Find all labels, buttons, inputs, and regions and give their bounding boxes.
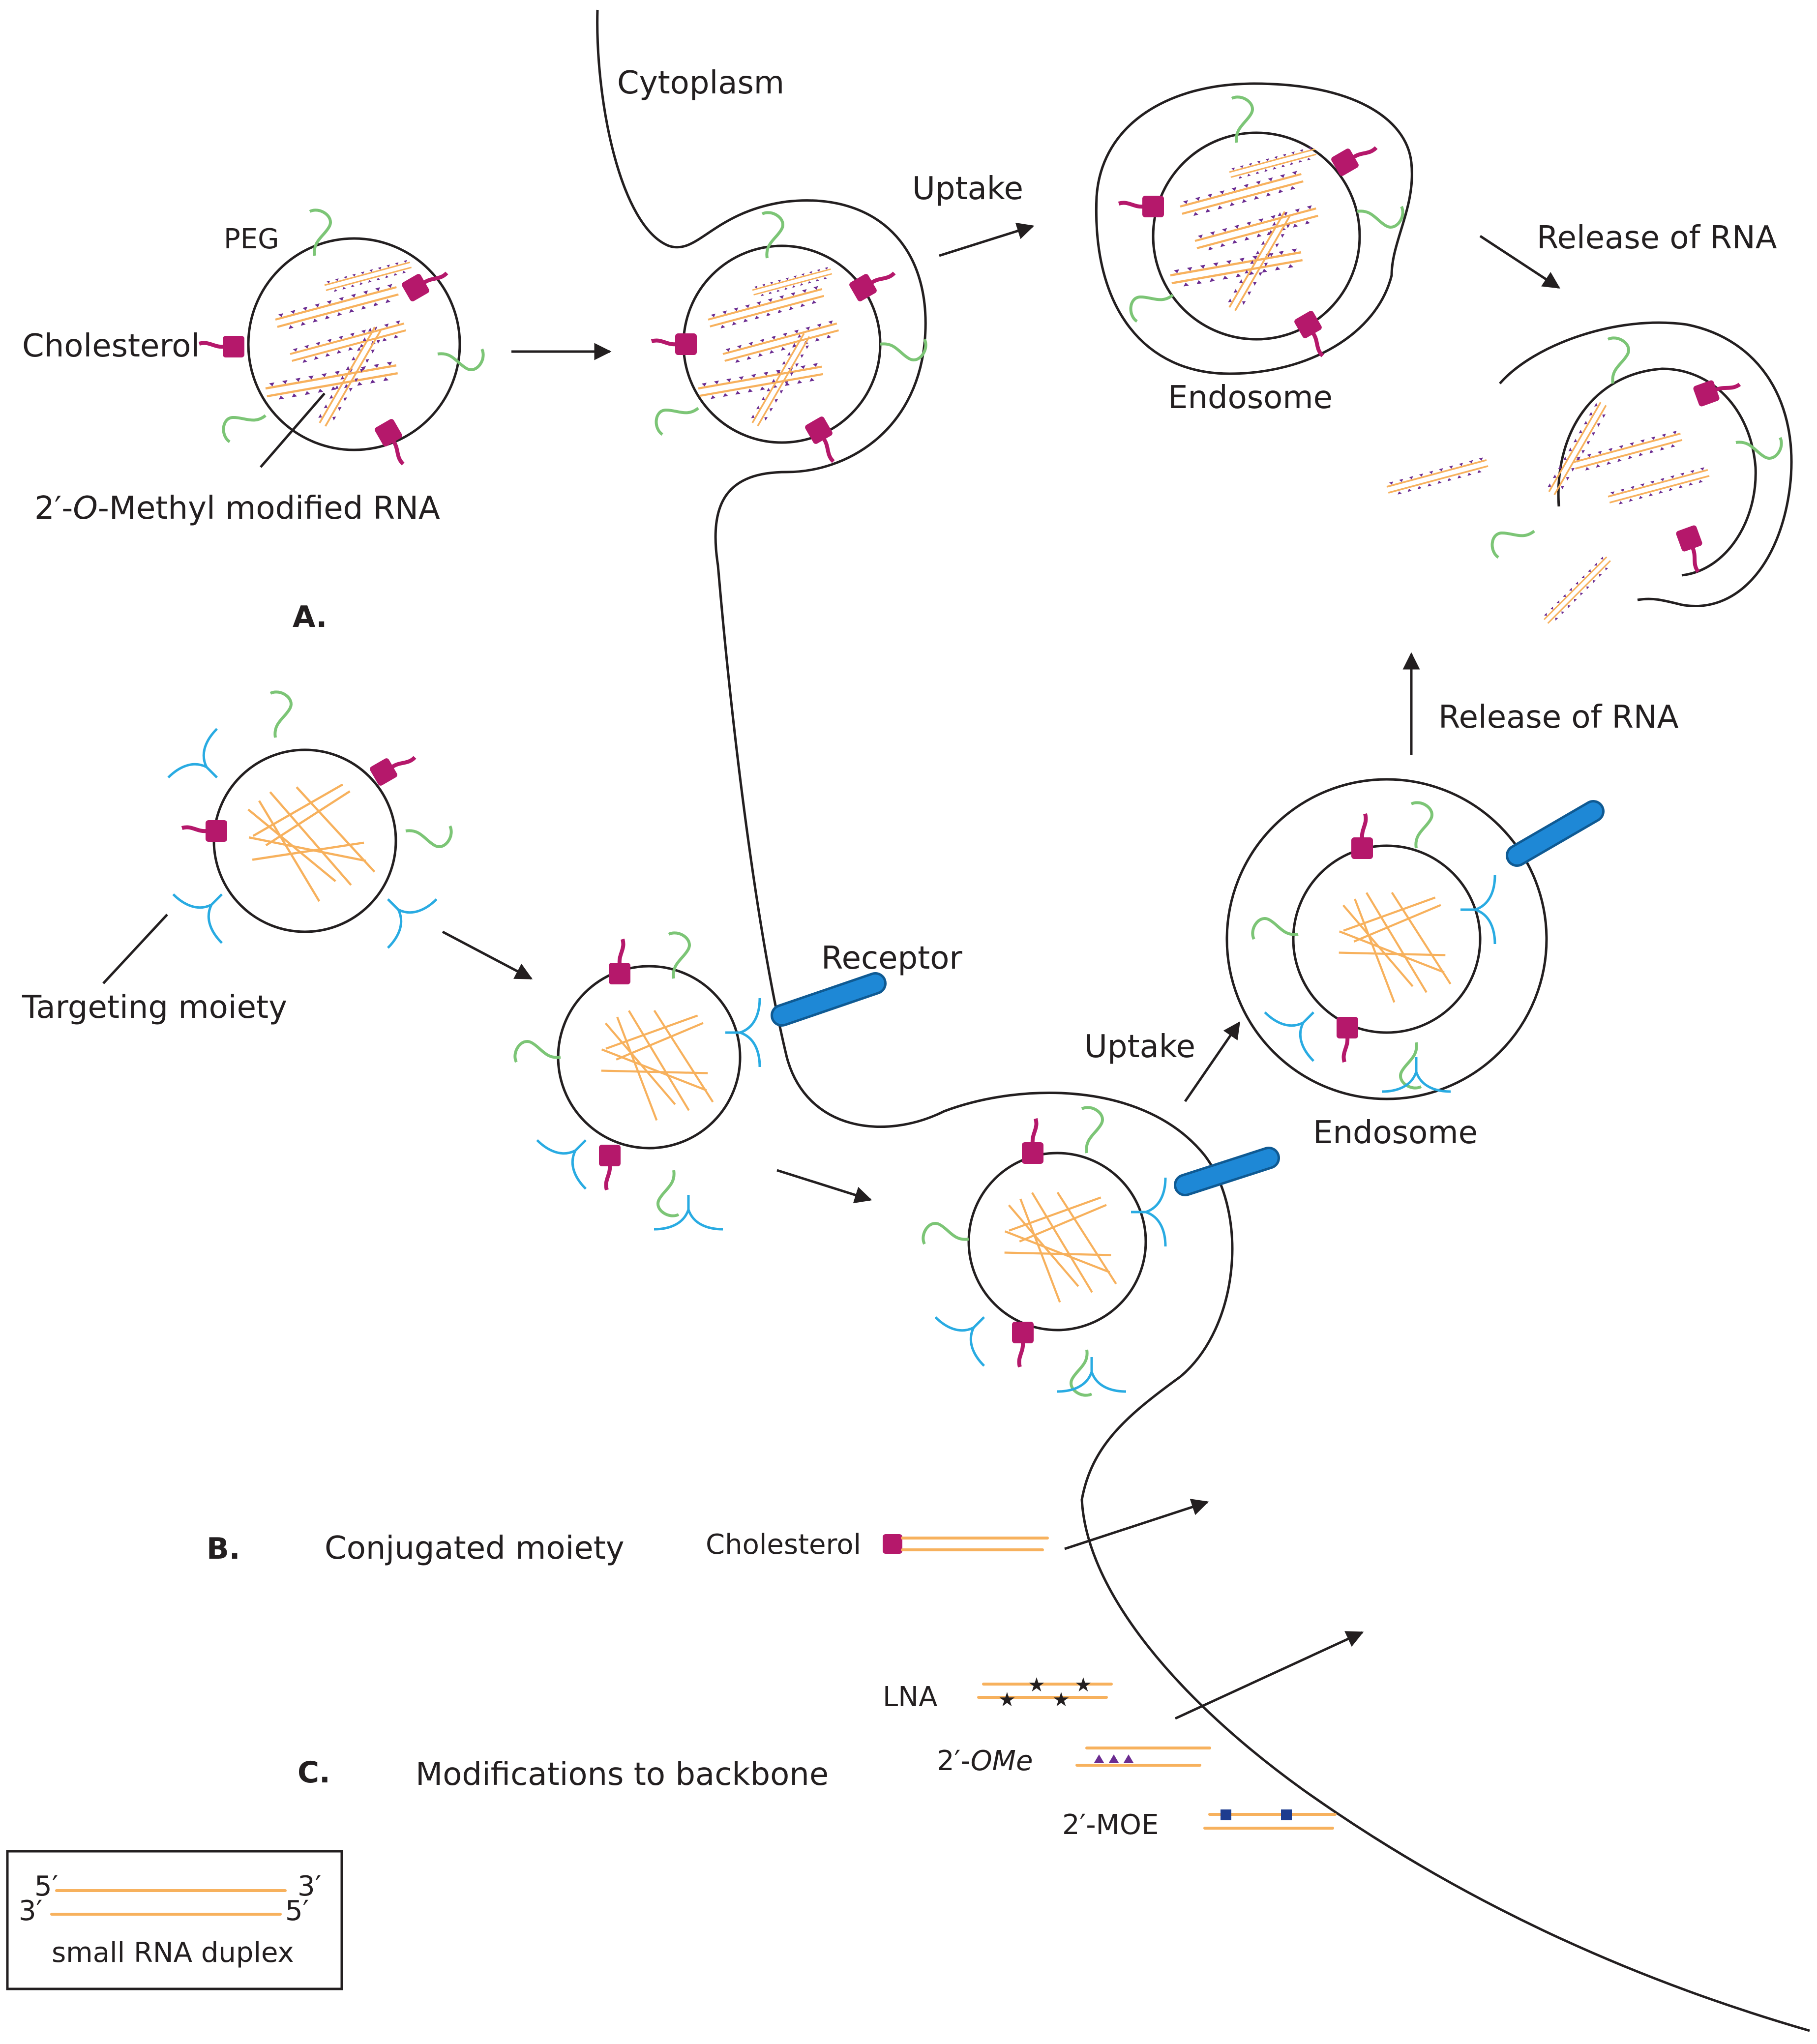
disrupted-endosome <box>1385 321 1793 627</box>
receptor-1 <box>771 972 887 1027</box>
legend-three-prime-top: 3′ <box>298 1870 321 1902</box>
moe-duplex <box>1203 1809 1337 1830</box>
lna-label: LNA <box>883 1681 937 1713</box>
cell-membrane <box>596 9 1810 2032</box>
svg-text:★: ★ <box>1052 1689 1070 1711</box>
nanoparticle-binding-receptor <box>515 933 760 1229</box>
arrow-modifications <box>1174 1631 1364 1720</box>
lipid-nanoparticle-a-invaginating <box>651 212 926 465</box>
legend-caption: small RNA duplex <box>52 1937 294 1969</box>
receptor-2 <box>1174 1147 1280 1196</box>
legend-five-prime-top: 5′ <box>34 1870 58 1902</box>
cholesterol-label-b: Cholesterol <box>706 1529 861 1561</box>
legend-three-prime-bottom: 3′ <box>19 1895 42 1927</box>
legend-box: 5′ 3′ 3′ 5′ small RNA duplex <box>6 1850 343 1990</box>
svg-text:★: ★ <box>1074 1674 1092 1696</box>
endosome-label-top: Endosome <box>1168 380 1333 416</box>
cytoplasm-label: Cytoplasm <box>617 65 784 101</box>
svg-text:★: ★ <box>1028 1674 1045 1696</box>
cholesterol-conjugated-duplex <box>883 1534 1049 1554</box>
panel-c-label: C. <box>298 1755 330 1790</box>
arrow-release-top <box>1479 235 1560 289</box>
arrow-uptake-bottom <box>1184 1021 1241 1102</box>
arrow-targeted-to-receptor <box>442 930 533 980</box>
endosome-label-bottom: Endosome <box>1313 1115 1478 1151</box>
receptor-label: Receptor <box>821 940 962 977</box>
legend-five-prime-bottom: 5′ <box>285 1895 309 1927</box>
lna-duplex: ★ ★ ★ ★ <box>977 1674 1113 1711</box>
uptake-label-bottom: Uptake <box>1084 1029 1195 1065</box>
arrow-conjugated <box>1064 1499 1209 1550</box>
panel-b-label: B. <box>207 1532 240 1566</box>
arrow-to-invagination-b <box>776 1169 872 1204</box>
cholesterol-label-a: Cholesterol <box>22 328 200 364</box>
methyl-rna-label: 2′-O-Methyl modified RNA <box>34 490 440 527</box>
conjugated-moiety-label: Conjugated moiety <box>325 1530 625 1567</box>
nanoparticle-invaginating-b <box>923 1107 1165 1395</box>
methyl-rna-pointer <box>260 392 326 468</box>
peg-label: PEG <box>224 223 279 255</box>
targeting-moiety-pointer <box>102 914 168 984</box>
endosome-top <box>1095 82 1413 375</box>
targeted-nanoparticle <box>168 692 451 948</box>
release-label-right: Release of RNA <box>1438 699 1679 736</box>
uptake-label-top: Uptake <box>912 171 1023 207</box>
ome-duplex <box>1075 1747 1211 1767</box>
lipid-nanoparticle-a <box>199 210 483 468</box>
modifications-label: Modifications to backbone <box>416 1756 829 1793</box>
arrow-uptake-top <box>939 222 1035 257</box>
endosome-bottom <box>1225 778 1548 1100</box>
svg-text:★: ★ <box>998 1689 1016 1711</box>
release-label-top: Release of RNA <box>1537 220 1777 256</box>
moe-label: 2′-MOE <box>1062 1809 1159 1841</box>
receptor-3 <box>1506 800 1605 867</box>
panel-a-label: A. <box>293 600 327 634</box>
ome-label: 2′-OMe <box>937 1745 1033 1777</box>
targeting-moiety-label: Targeting moiety <box>22 989 287 1026</box>
